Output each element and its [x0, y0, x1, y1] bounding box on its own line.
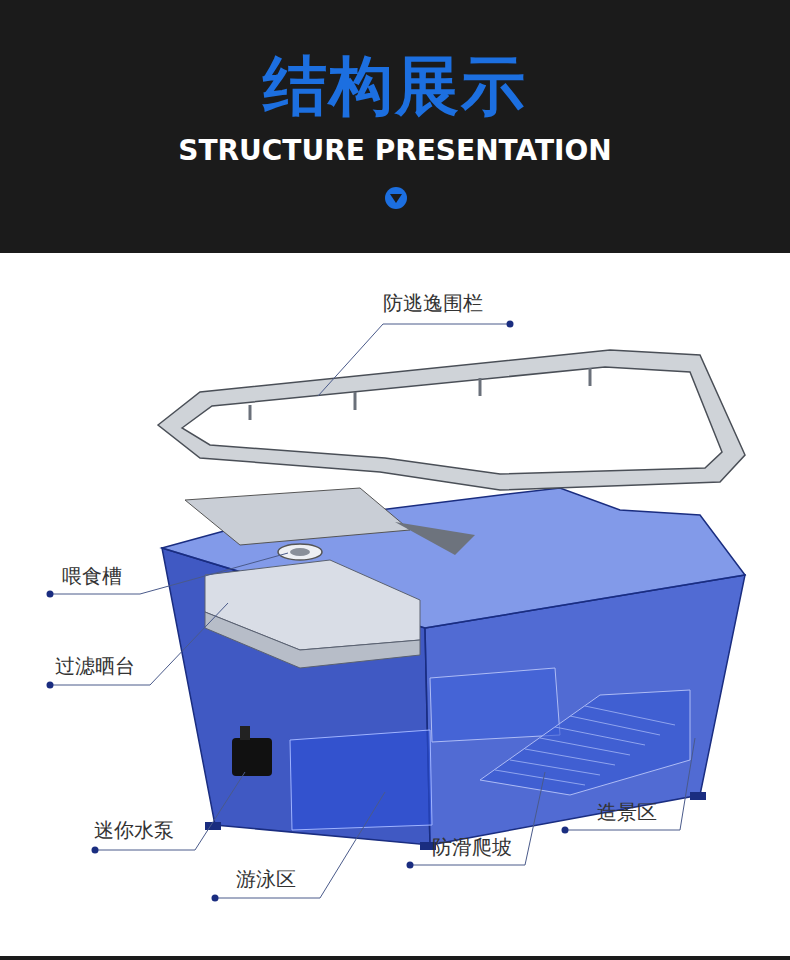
feeding-hole: [290, 548, 310, 556]
tank-foot: [690, 792, 706, 800]
part-name: 过滤晒台: [55, 654, 135, 678]
feeding-trough: [278, 544, 322, 560]
fence-clips: [250, 368, 590, 420]
down-arrow-icon: [385, 187, 407, 209]
ramp-plate: [395, 522, 475, 555]
filter-platform-edge: [205, 612, 420, 668]
page-subtitle: STRUCTURE PRESENTATION: [0, 134, 790, 167]
part-name: 喂食槽: [62, 564, 122, 588]
part-name: 造景区: [597, 800, 657, 824]
down-arrow-head: [390, 194, 402, 203]
feeding-lid: [185, 488, 410, 545]
tank-foot: [205, 822, 221, 830]
scenic-box: [430, 668, 560, 742]
part-name: 防滑爬坡: [432, 835, 512, 859]
ramp-stripes: [495, 706, 675, 785]
bottom-rule: [0, 956, 790, 960]
leader-lines: [50, 324, 695, 898]
anti-slip-ramp: [480, 690, 690, 795]
swim-area: [290, 730, 432, 830]
part-name: 游泳区: [236, 867, 296, 891]
mini-pump: [232, 738, 272, 776]
pump-outlet: [240, 726, 250, 740]
part-name: 迷你水泵: [94, 818, 174, 842]
part-name: 防逃逸围栏: [383, 291, 483, 315]
header-band: [0, 0, 790, 253]
page-title: 结构展示: [0, 48, 790, 125]
fence-frame: [158, 350, 745, 490]
leader-dots: [47, 321, 569, 902]
